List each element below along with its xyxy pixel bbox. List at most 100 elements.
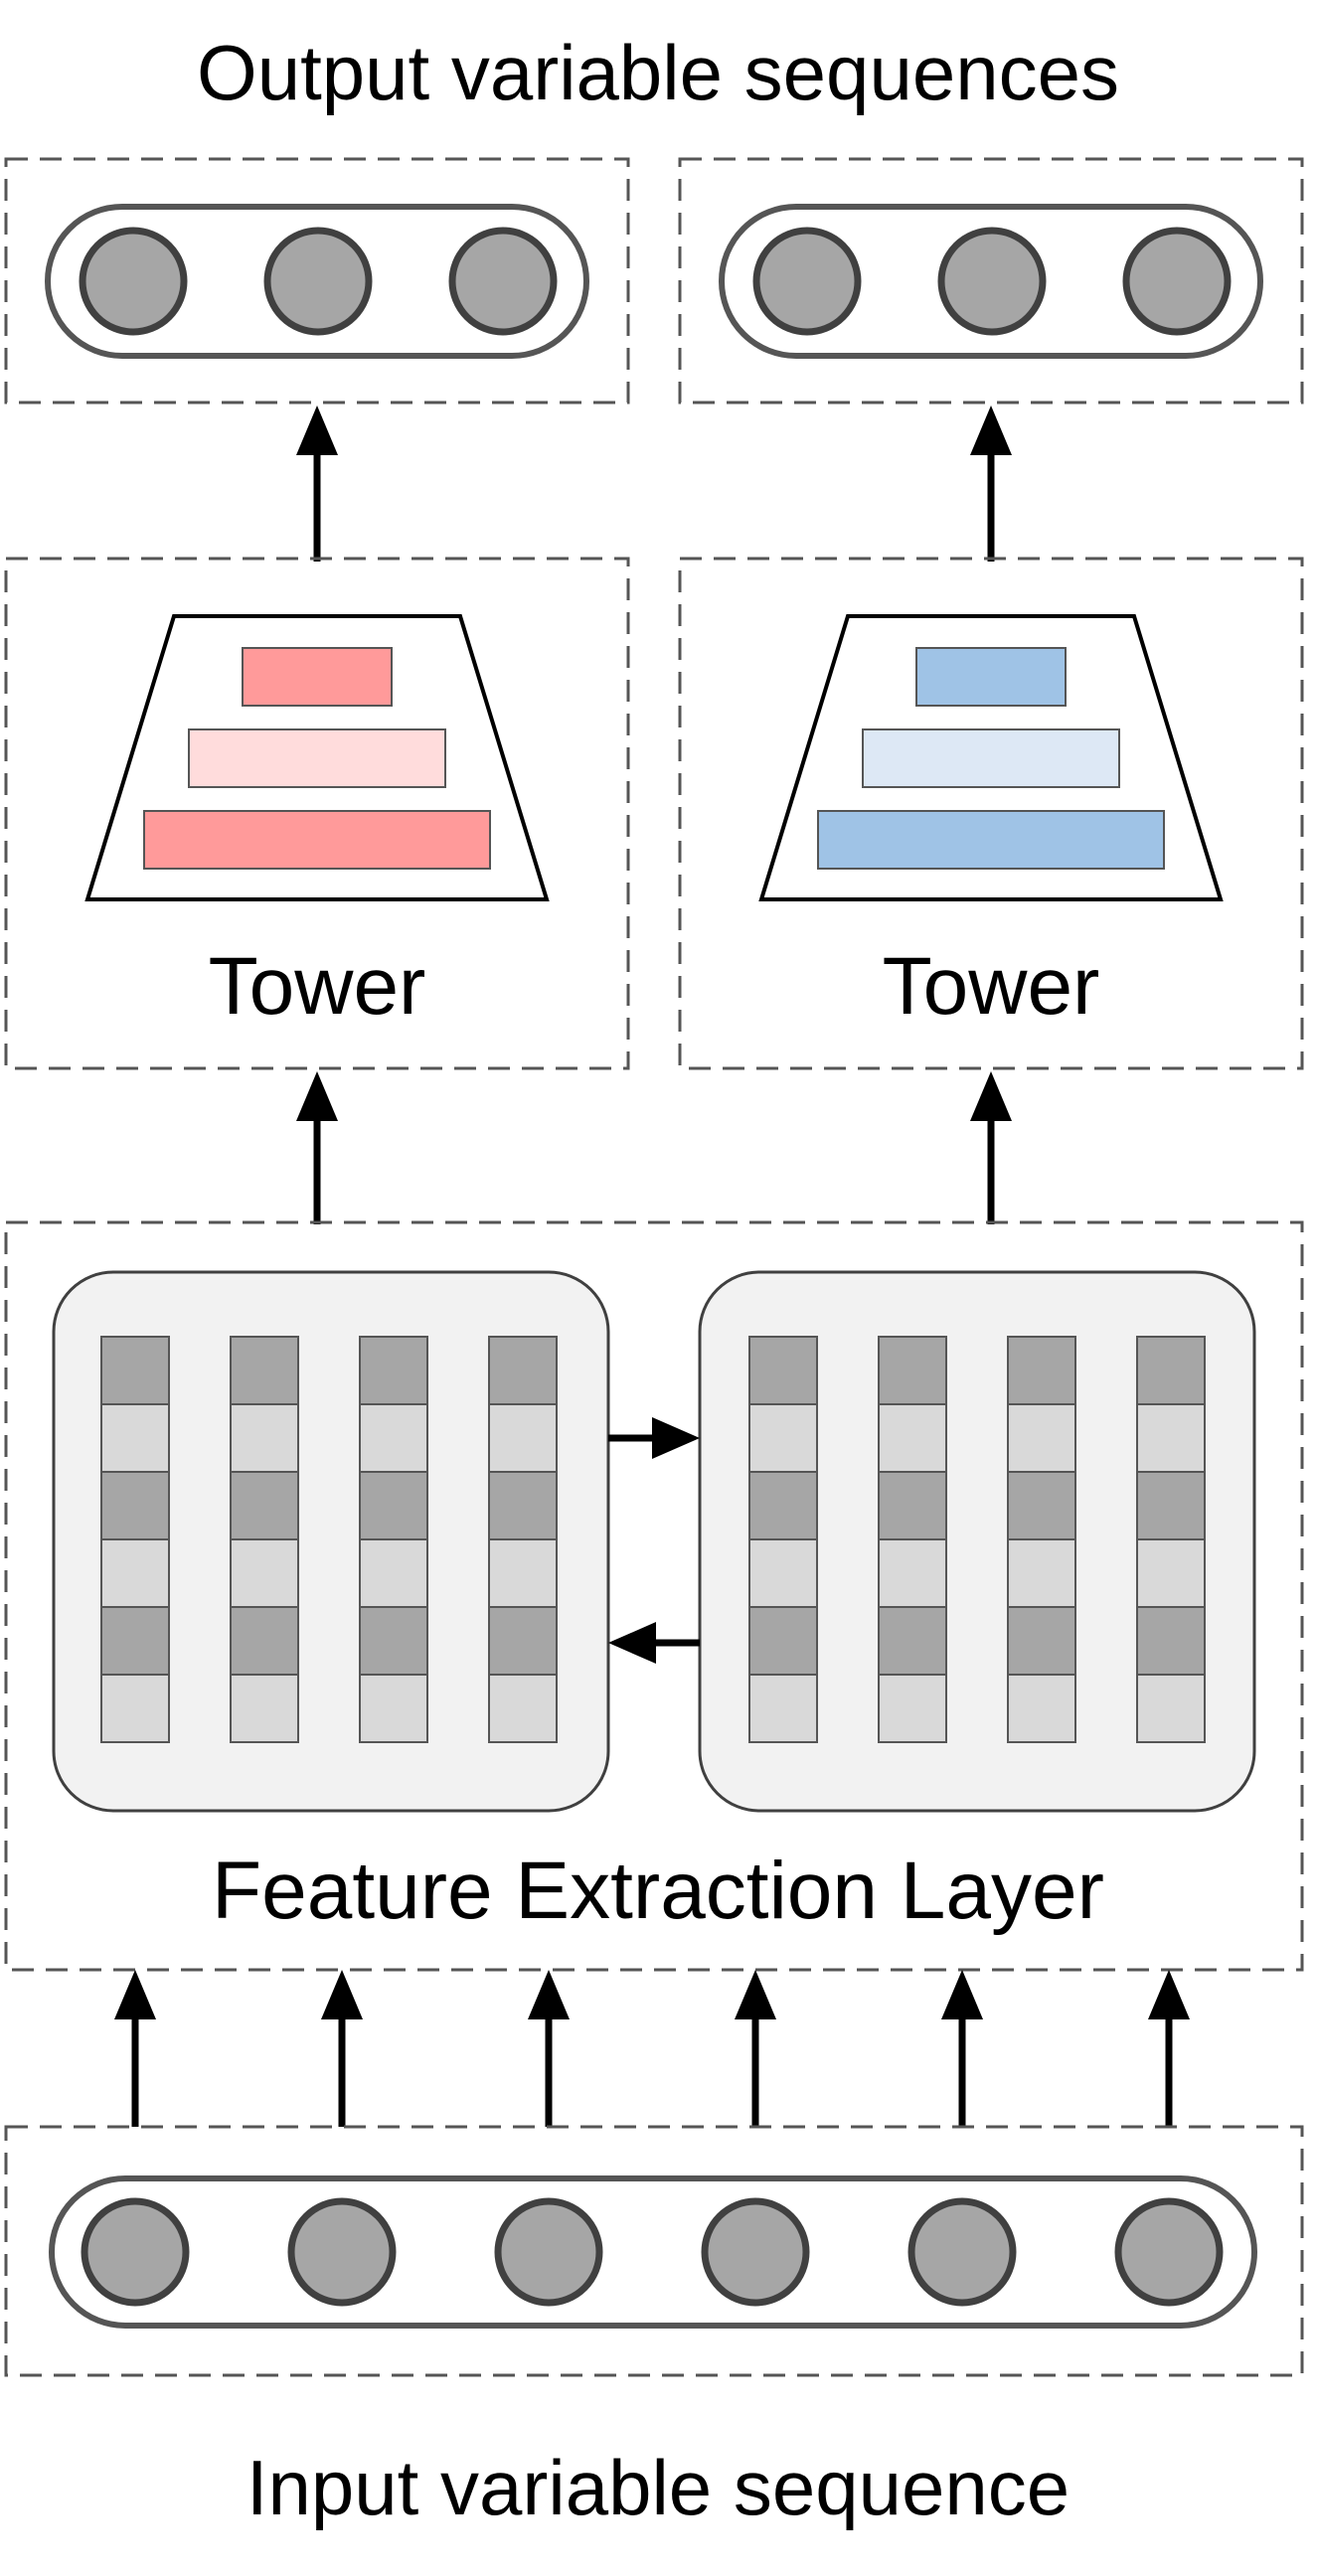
feature-cell [1007,1471,1076,1540]
feature-cell [1136,1471,1206,1540]
feature-cell [1007,1336,1076,1405]
feature-column [748,1336,818,1743]
input-node [701,2197,810,2307]
output-group-box-left [4,157,630,404]
feature-column [488,1336,558,1743]
feature-cell [748,1403,818,1473]
tower-box-left [4,557,630,1070]
arrow-feature-to-tower-left [296,1071,338,1224]
feature-cell [230,1674,299,1743]
feature-cell [748,1471,818,1540]
feature-cell [100,1403,170,1473]
feature-cell [488,1606,558,1676]
input-pill [49,2175,1257,2329]
feature-cell [359,1606,428,1676]
tower-bar-middle-right [862,728,1120,788]
feature-column [1007,1336,1076,1743]
feature-cell [359,1538,428,1608]
feature-cell [748,1538,818,1608]
output-node [263,227,373,336]
feature-column [878,1336,947,1743]
input-nodes [81,2197,1224,2307]
feature-cell [359,1674,428,1743]
feature-cell [230,1606,299,1676]
output-node [937,227,1047,336]
arrow-backward-right-to-left [608,1622,700,1664]
output-node [79,227,188,336]
feature-cell [230,1471,299,1540]
tower-label-right: Tower [883,941,1100,1032]
tower-bar-middle-left [188,728,446,788]
feature-cell [1007,1538,1076,1608]
output-node [1122,227,1232,336]
feature-column [100,1336,170,1743]
input-node [494,2197,603,2307]
input-group-box [4,2125,1304,2377]
tower-bar-bottom-right [817,810,1165,870]
output-group-box-right [678,157,1304,404]
arrow-forward-left-to-right [608,1417,700,1459]
tower-box-right [678,557,1304,1070]
feature-cell [359,1471,428,1540]
tower-bar-top-left [242,647,393,707]
feature-cell [1136,1336,1206,1405]
feature-cell [488,1403,558,1473]
feature-columns-left [100,1336,558,1743]
feature-panel-right [698,1270,1256,1813]
feature-cell [1136,1538,1206,1608]
feature-column [359,1336,428,1743]
feature-cell [100,1606,170,1676]
input-arrow [321,1970,363,2127]
feature-cell [488,1538,558,1608]
feature-cell [488,1674,558,1743]
output-title: Output variable sequences [197,29,1119,116]
feature-cell [1007,1403,1076,1473]
feature-panel-left [52,1270,610,1813]
feature-cell [488,1471,558,1540]
feature-layer-label: Feature Extraction Layer [212,1846,1104,1936]
feature-column [1136,1336,1206,1743]
input-node [287,2197,397,2307]
input-node [1114,2197,1224,2307]
feature-cell [1007,1674,1076,1743]
input-arrow [941,1970,983,2127]
feature-cell [488,1336,558,1405]
input-title: Input variable sequence [247,2444,1070,2531]
feature-cell [878,1538,947,1608]
feature-cell [878,1336,947,1405]
arrow-tower-to-output-right [970,405,1012,562]
feature-cell [230,1538,299,1608]
input-arrows [114,1970,1190,2127]
feature-column [230,1336,299,1743]
feature-cell [230,1336,299,1405]
feature-cell [359,1336,428,1405]
feature-cell [748,1606,818,1676]
feature-cell [748,1336,818,1405]
feature-cell [359,1403,428,1473]
output-node [448,227,558,336]
output-node [752,227,862,336]
feature-cell [100,1538,170,1608]
feature-cell [878,1471,947,1540]
feature-cell [230,1403,299,1473]
input-arrow [528,1970,570,2127]
feature-layer-box [4,1220,1304,1972]
tower-bar-top-right [915,647,1067,707]
feature-cell [878,1674,947,1743]
feature-cell [1136,1403,1206,1473]
arrow-tower-to-output-left [296,405,338,562]
tower-bar-bottom-left [143,810,491,870]
tower-label-left: Tower [209,941,426,1032]
feature-cell [748,1674,818,1743]
feature-cell [1136,1606,1206,1676]
feature-cell [1007,1606,1076,1676]
input-arrow [735,1970,776,2127]
input-arrow [1148,1970,1190,2127]
feature-cell [100,1471,170,1540]
input-node [907,2197,1017,2307]
feature-cell [1136,1674,1206,1743]
feature-columns-right [748,1336,1206,1743]
feature-cell [100,1674,170,1743]
arrow-feature-to-tower-right [970,1071,1012,1224]
